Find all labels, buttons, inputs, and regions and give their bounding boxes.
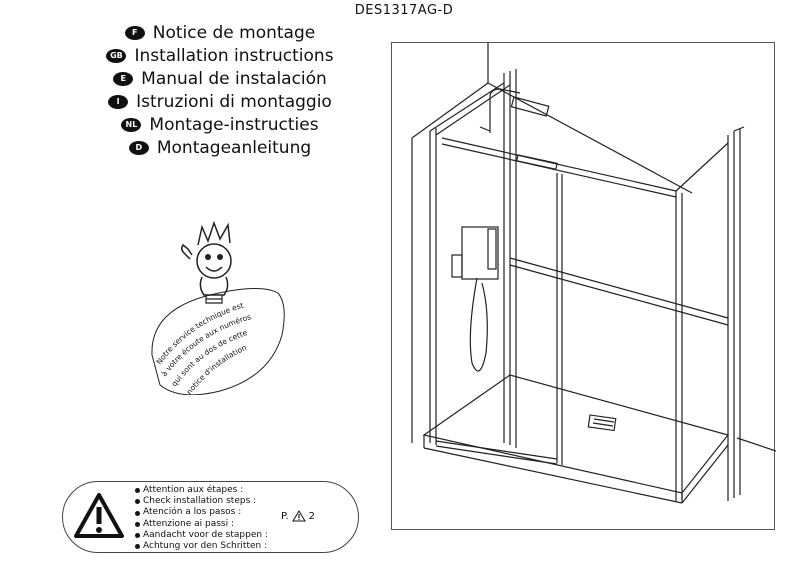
language-row-es: E Manual de instalación (113, 68, 327, 90)
page-prefix: P. (281, 510, 289, 522)
warning-step-text: Attenzione ai passi : (143, 518, 235, 529)
warning-step-text: Atención a los pasos : (143, 507, 242, 518)
language-title-de: Montageanleitung (156, 138, 312, 158)
warning-step-text: Achtung vor den Schritten : (143, 541, 268, 552)
page-reference: P. 2 (281, 510, 315, 522)
language-title-fr: Notice de montage (152, 23, 316, 43)
warning-step-text: Check installation steps : (143, 496, 257, 507)
page-number: 2 (308, 510, 316, 522)
bullet-icon (135, 521, 140, 527)
warning-triangle-icon (74, 493, 124, 538)
document-reference: DES1317AG-D (354, 3, 454, 18)
installation-steps-warning: Attention aux étapes : Check installatio… (62, 481, 359, 553)
language-badge-es: E (113, 72, 134, 86)
bullet-icon (135, 544, 140, 550)
product-illustration-frame (391, 42, 776, 530)
service-mascot-icon: Notre service technique est à votre écou… (151, 220, 285, 395)
warning-step: Achtung vor den Schritten : (135, 541, 268, 552)
bullet-icon (135, 532, 140, 538)
language-badge-it: I (108, 95, 129, 109)
language-title-es: Manual de instalación (141, 69, 327, 89)
warning-step-text: Aandacht voor de stappen : (143, 529, 268, 540)
language-title-it: Istruzioni di montaggio (136, 92, 332, 112)
warning-step: Aandacht voor de stappen : (135, 530, 268, 541)
warning-step: Check installation steps : (135, 496, 268, 507)
bullet-icon (135, 499, 140, 505)
warning-steps-list: Attention aux étapes : Check installatio… (135, 485, 268, 552)
warning-step: Attention aux étapes : (135, 485, 268, 496)
bullet-icon (135, 510, 140, 516)
language-badge-de: D (128, 141, 149, 155)
language-row-de: D Montageanleitung (128, 137, 312, 159)
language-badge-fr: F (124, 26, 145, 40)
language-title-nl: Montage-instructies (149, 115, 319, 135)
language-row-it: I Istruzioni di montaggio (108, 91, 332, 113)
language-title-list: F Notice de montage GB Installation inst… (70, 22, 370, 159)
bullet-icon (135, 488, 140, 494)
warning-step: Atención a los pasos : (135, 507, 268, 518)
language-badge-gb: GB (106, 49, 127, 63)
language-row-nl: NL Montage-instructies (121, 114, 319, 136)
warning-step-text: Attention aux étapes : (143, 485, 244, 495)
language-row-gb: GB Installation instructions (106, 45, 334, 67)
shower-enclosure-illustration (411, 43, 776, 504)
language-title-gb: Installation instructions (134, 46, 334, 66)
language-badge-nl: NL (121, 118, 142, 132)
language-row-fr: F Notice de montage (124, 22, 316, 44)
small-warning-triangle-icon (291, 510, 306, 522)
warning-step: Attenzione ai passi : (135, 519, 268, 530)
